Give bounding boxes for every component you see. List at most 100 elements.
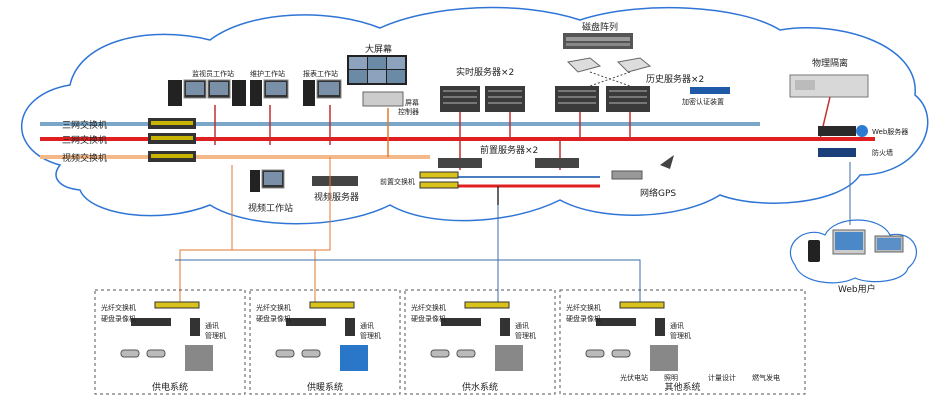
camera-icon	[585, 349, 605, 358]
workstation-monitor	[168, 79, 246, 106]
video-workstation-label: 视频工作站	[248, 202, 293, 214]
video-server-icon	[312, 176, 358, 186]
subsystem-comm-manager-icon	[190, 318, 200, 336]
subsystem-device-label: 硬盘录像机	[101, 314, 136, 323]
isolation-label: 物理隔离	[812, 57, 848, 69]
camera-icon	[120, 349, 140, 358]
screen-controller-label-1: 屏幕	[405, 98, 419, 107]
web-users-cloud	[789, 219, 918, 284]
front-server-1	[438, 158, 482, 168]
front-server-2	[535, 158, 579, 168]
subsystem-unit-label: 通讯	[515, 321, 529, 330]
subsystem-extra-label: 燃气发电	[752, 373, 780, 382]
front-switch-2	[419, 181, 459, 189]
subsystem-comm-manager-icon	[655, 318, 665, 336]
switch-3	[148, 151, 196, 162]
subsystem-fiber-switch-icon	[464, 301, 510, 309]
history-server-2	[606, 86, 650, 112]
downstream-links	[175, 157, 851, 302]
subsystem-unit-label: 管理机	[515, 331, 536, 340]
switch-2	[148, 133, 196, 144]
subsystem-name: 其他系统	[665, 381, 701, 393]
front-servers-label: 前置服务器×2	[480, 144, 538, 156]
switch-label-3: 视频交换机	[62, 152, 107, 164]
cloud-boundary	[21, 6, 929, 225]
subsystem-equipment-icon	[340, 345, 368, 371]
web-users-label: Web用户	[838, 283, 876, 295]
workstation-label-monitor: 监视员工作站	[192, 69, 234, 78]
subsystem-equipment-icon	[650, 345, 678, 371]
history-server-1	[555, 86, 599, 112]
subsystem-unit-label: 通讯	[670, 321, 684, 330]
subsystem-device-label: 光纤交换机	[256, 303, 291, 312]
firewall-label: 防火墙	[872, 148, 893, 157]
subsystem-name: 供暖系统	[307, 381, 343, 393]
realtime-server-1	[440, 86, 480, 112]
web-server-icon	[818, 125, 868, 137]
subsystem-device-label: 硬盘录像机	[256, 314, 291, 323]
subsystem-comm-manager-icon	[345, 318, 355, 336]
big-screen-label: 大屏幕	[365, 43, 392, 55]
subsystem-group: 光纤交换机硬盘录像机通讯管理机供电系统光纤交换机硬盘录像机通讯管理机供暖系统光纤…	[94, 289, 806, 395]
subsystem-unit-label: 通讯	[360, 321, 374, 330]
workstation-report	[303, 79, 342, 106]
front-switch-label: 前置交换机	[380, 177, 415, 186]
subsystem-dvr-icon	[596, 318, 636, 326]
switch-label-2: 三网交换机	[62, 134, 107, 146]
disk-array-label: 磁盘阵列	[582, 21, 618, 33]
realtime-servers-label: 实时服务器×2	[456, 66, 514, 78]
history-servers-label: 历史服务器×2	[646, 73, 704, 85]
workstation-label-maintain: 维护工作站	[250, 69, 285, 78]
camera-icon	[456, 349, 476, 358]
subsystem-dvr-icon	[286, 318, 326, 326]
subsystem-device-label: 光纤交换机	[411, 303, 446, 312]
encrypt-device-icon	[690, 87, 730, 94]
firewall-icon	[818, 148, 856, 157]
workstation-maintain	[250, 79, 289, 106]
subsystem-name: 供水系统	[462, 381, 498, 393]
subsystem-extra-label: 计量设计	[708, 373, 736, 382]
isolation-device-icon	[789, 74, 869, 98]
web-server-label: Web服务器	[872, 127, 908, 136]
switch-1	[148, 118, 196, 129]
subsystem-unit-label: 通讯	[205, 321, 219, 330]
video-workstation-icon	[250, 169, 285, 192]
subsystem-name: 供电系统	[152, 381, 188, 393]
subsystem-unit-label: 管理机	[205, 331, 226, 340]
gps-label: 网络GPS	[640, 187, 676, 199]
camera-icon	[301, 349, 321, 358]
video-server-label: 视频服务器	[314, 191, 359, 203]
subsystem-box-4: 光纤交换机硬盘录像机通讯管理机其他系统光伏电站照明计量设计燃气发电	[559, 289, 806, 395]
front-switch-1	[419, 171, 459, 179]
disk-array-icon	[563, 33, 633, 49]
san-switch-icon	[566, 57, 652, 87]
switch-label-1: 三网交换机	[62, 119, 107, 131]
subsystem-extra-label: 光伏电站	[620, 373, 648, 382]
camera-icon	[611, 349, 631, 358]
gps-device-icon	[611, 155, 674, 180]
subsystem-equipment-icon	[185, 345, 213, 371]
camera-icon	[275, 349, 295, 358]
subsystem-unit-label: 管理机	[360, 331, 381, 340]
subsystem-device-label: 光纤交换机	[101, 303, 136, 312]
encrypt-device-label: 加密认证装置	[682, 97, 724, 106]
screen-controller-label-2: 控制器	[398, 107, 419, 116]
subsystem-comm-manager-icon	[500, 318, 510, 336]
screen-controller-icon	[362, 91, 404, 107]
subsystem-device-label: 硬盘录像机	[411, 314, 446, 323]
subsystem-device-label: 硬盘录像机	[566, 314, 601, 323]
workstation-label-report: 报表工作站	[303, 69, 338, 78]
subsystem-extra-label: 照明	[664, 374, 678, 382]
realtime-server-2	[485, 86, 525, 112]
subsystem-fiber-switch-icon	[309, 301, 355, 309]
subsystem-device-label: 光纤交换机	[566, 303, 601, 312]
big-screen-icon	[347, 55, 407, 85]
camera-icon	[430, 349, 450, 358]
subsystem-fiber-switch-icon	[619, 301, 665, 309]
camera-icon	[146, 349, 166, 358]
